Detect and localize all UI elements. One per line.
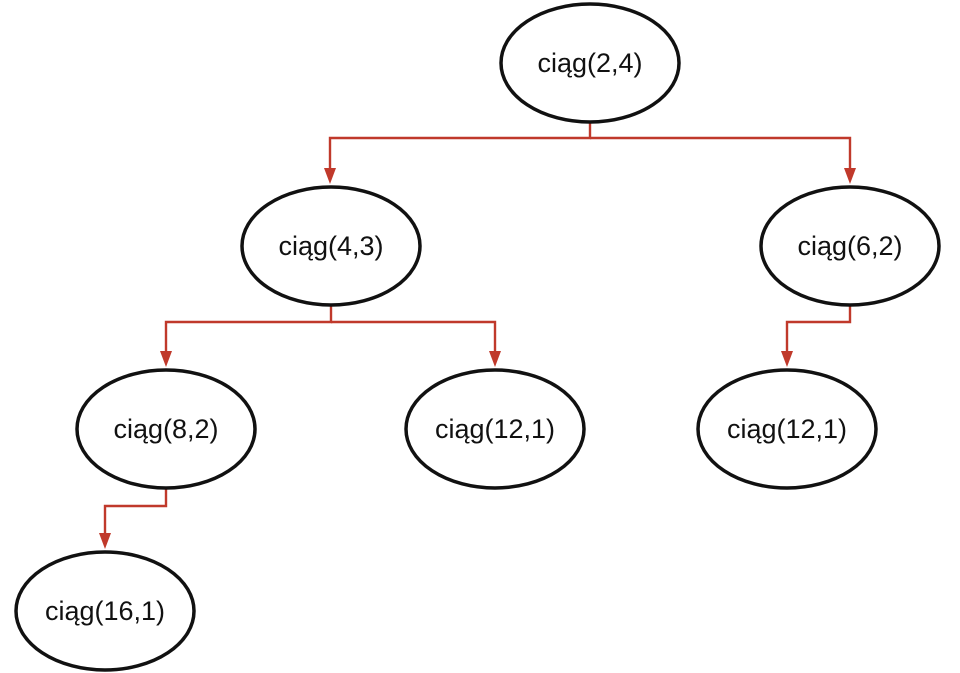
edge-n4-to-n7 — [103, 488, 168, 535]
tree-node-level2-b: ciąg(12,1) — [404, 368, 586, 490]
edge-n2-to-n4 — [164, 306, 333, 353]
tree-node-level1-right: ciąg(6,2) — [759, 185, 941, 307]
node-label: ciąg(12,1) — [727, 414, 847, 444]
node-label: ciąg(2,4) — [537, 48, 642, 78]
node-ellipse — [240, 185, 422, 307]
node-ellipse — [14, 550, 196, 672]
edge-n1-to-n3 — [590, 136, 852, 170]
arrowhead-n2-to-n4 — [160, 351, 172, 367]
nodes-layer: ciąg(2,4) ciąg(4,3) ciąg(6,2) ciąg(8,2) … — [14, 2, 941, 672]
node-label: ciąg(4,3) — [278, 231, 383, 261]
node-ellipse — [759, 185, 941, 307]
node-label: ciąg(16,1) — [45, 596, 165, 626]
node-label: ciąg(8,2) — [113, 414, 218, 444]
node-ellipse — [404, 368, 586, 490]
edge-n2-to-n5 — [331, 320, 497, 353]
tree-node-root: ciąg(2,4) — [499, 2, 681, 124]
node-ellipse — [696, 368, 878, 490]
tree-node-level1-left: ciąg(4,3) — [240, 185, 422, 307]
arrowhead-n4-to-n7 — [99, 533, 111, 549]
tree-node-level3: ciąg(16,1) — [14, 550, 196, 672]
arrowhead-n2-to-n5 — [489, 351, 501, 367]
tree-node-level2-c: ciąg(12,1) — [696, 368, 878, 490]
edge-n1-to-n2 — [328, 123, 592, 170]
node-ellipse — [75, 368, 257, 490]
arrowhead-n3-to-n6 — [781, 351, 793, 367]
edges-layer — [99, 123, 856, 549]
tree-node-level2-a: ciąg(8,2) — [75, 368, 257, 490]
node-ellipse — [499, 2, 681, 124]
arrowhead-n1-to-n3 — [844, 168, 856, 184]
arrowhead-n1-to-n2 — [324, 168, 336, 184]
node-label: ciąg(6,2) — [797, 231, 902, 261]
edge-n3-to-n6 — [785, 306, 852, 353]
node-label: ciąg(12,1) — [435, 414, 555, 444]
